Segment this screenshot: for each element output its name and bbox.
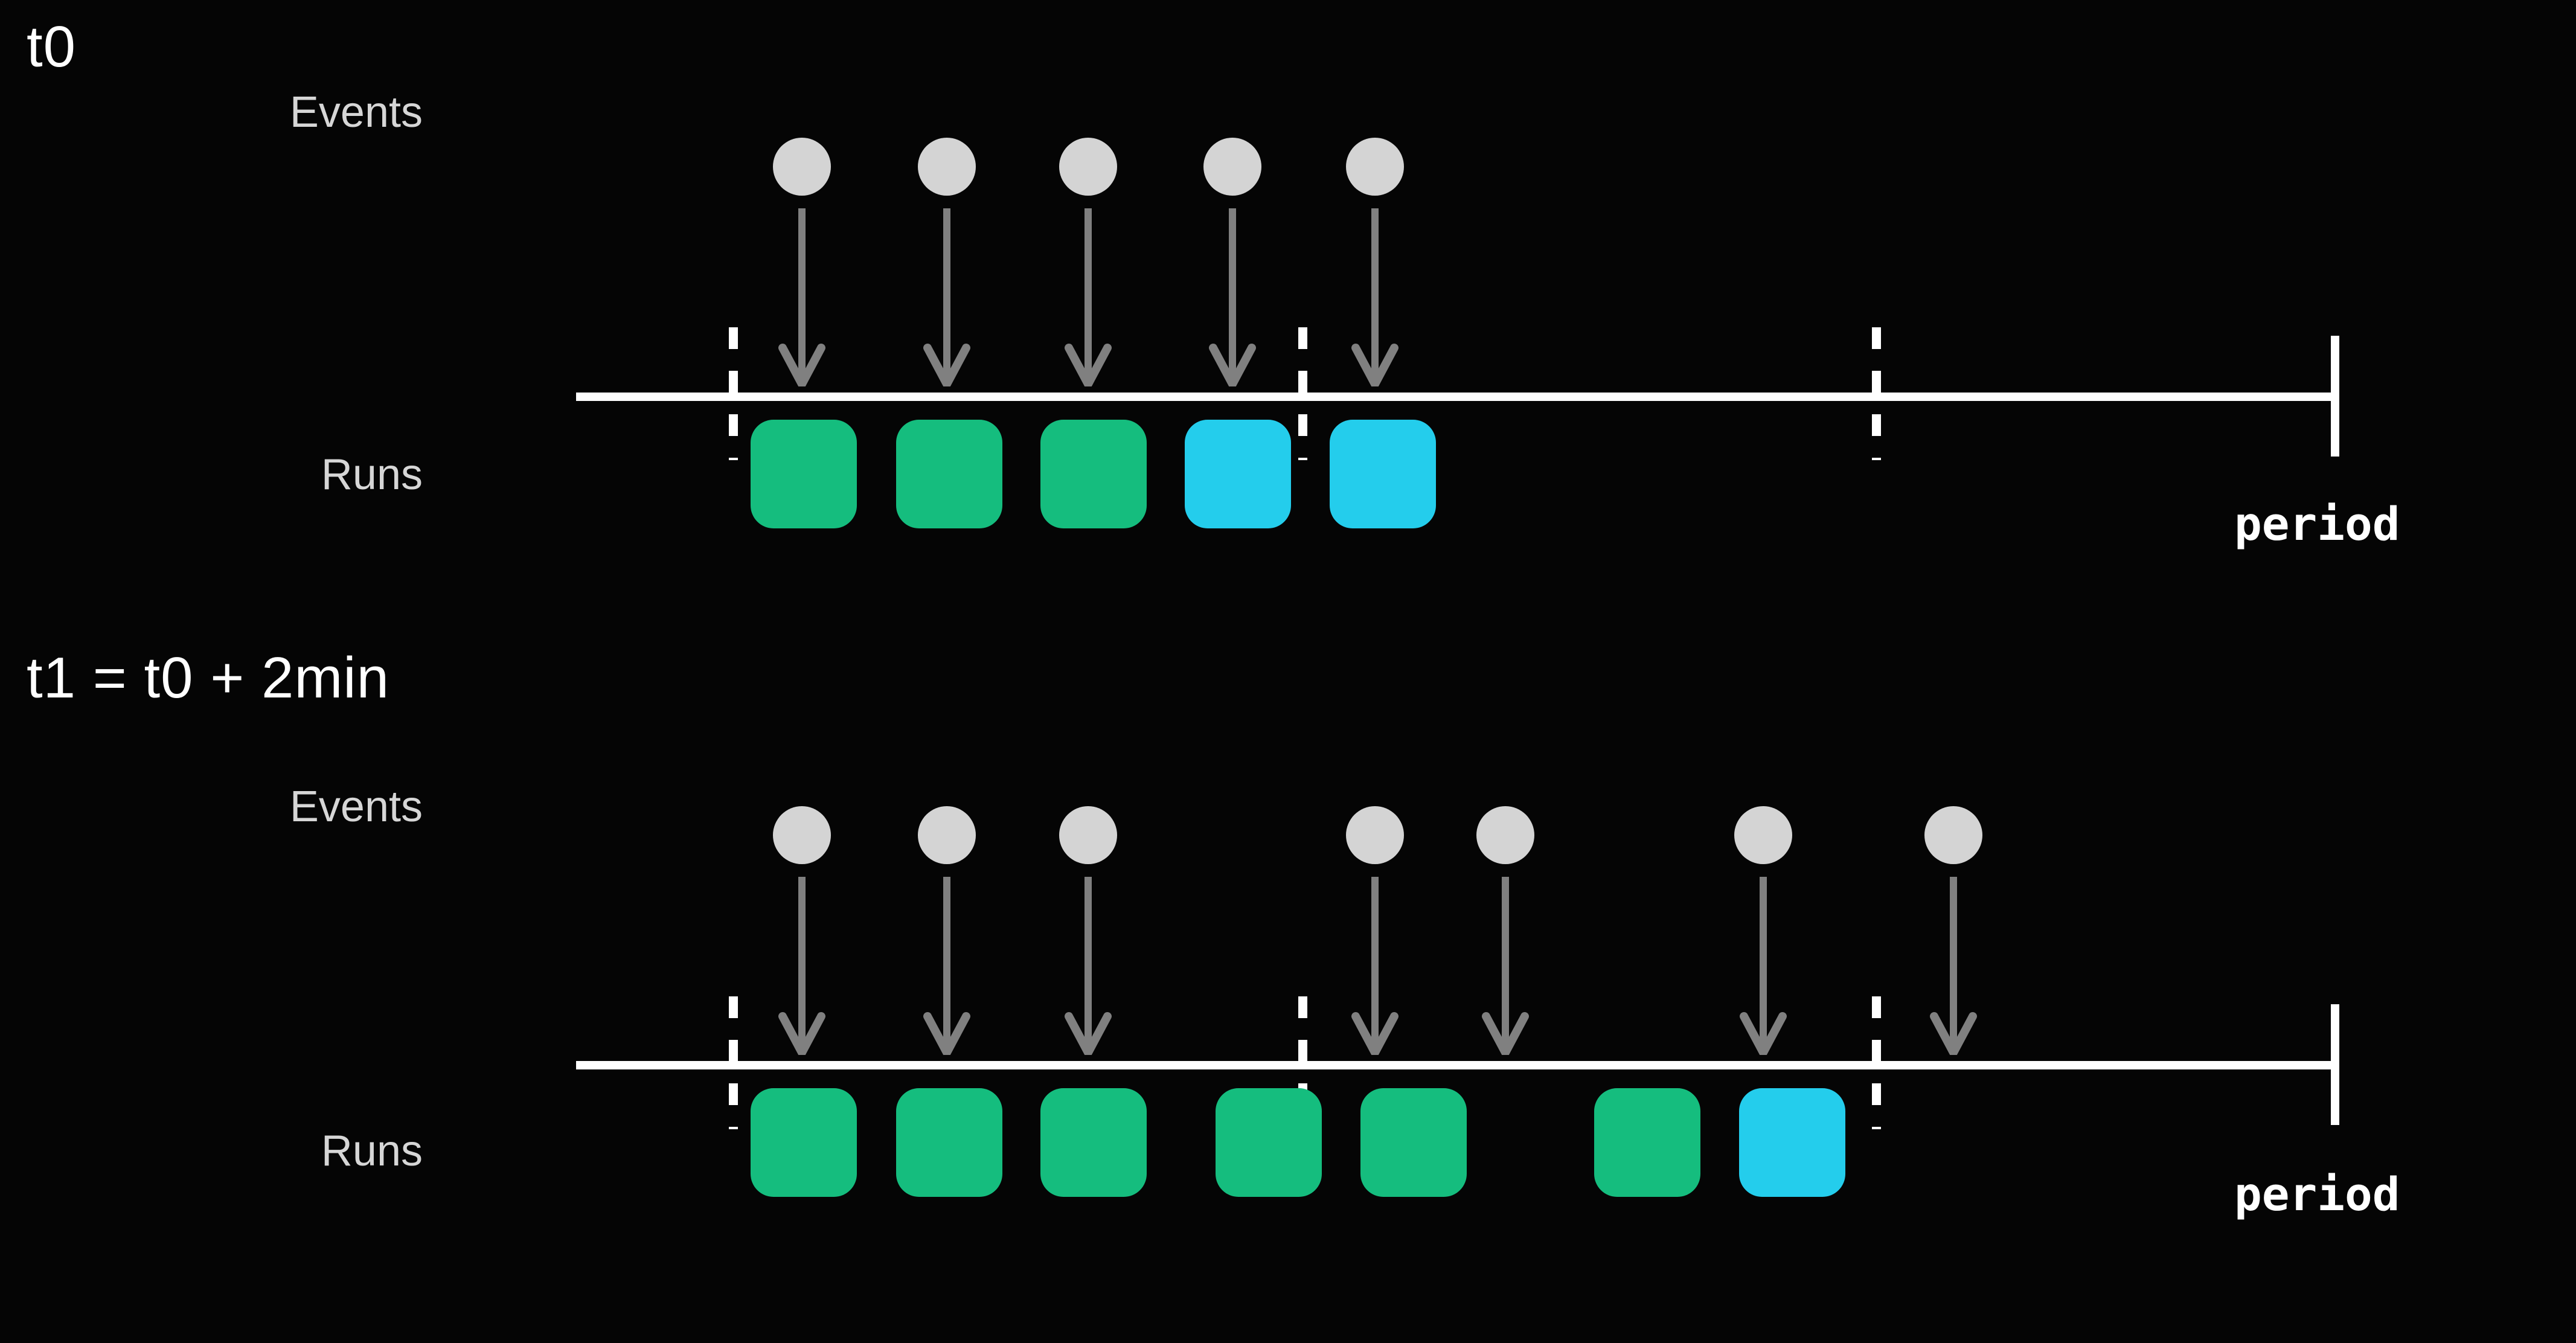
event-dot bbox=[1203, 138, 1261, 196]
run-box bbox=[1739, 1088, 1845, 1197]
run-box bbox=[1216, 1088, 1322, 1197]
run-box bbox=[751, 1088, 857, 1197]
events-row-label: Events bbox=[289, 783, 423, 831]
timeline-axis bbox=[576, 1061, 2339, 1069]
events-row-label: Events bbox=[289, 88, 423, 136]
run-box bbox=[896, 420, 1002, 528]
event-to-run-arrow bbox=[923, 877, 971, 1055]
run-box bbox=[1040, 420, 1147, 528]
panel-title-panel-t1: t1 = t0 + 2min bbox=[27, 646, 390, 710]
run-box bbox=[1360, 1088, 1467, 1197]
event-to-run-arrow bbox=[1481, 877, 1530, 1055]
event-to-run-arrow bbox=[1064, 208, 1112, 386]
event-to-run-arrow bbox=[1208, 208, 1257, 386]
event-dot bbox=[1346, 138, 1404, 196]
period-boundary-marker-2 bbox=[1298, 327, 1307, 460]
event-to-run-arrow bbox=[778, 208, 826, 386]
event-dot bbox=[918, 806, 976, 864]
runs-row-label: Runs bbox=[321, 450, 423, 499]
period-label: period bbox=[2234, 497, 2400, 551]
event-dot bbox=[773, 806, 831, 864]
runs-row-label: Runs bbox=[321, 1127, 423, 1175]
run-box bbox=[896, 1088, 1002, 1197]
run-box bbox=[1185, 420, 1291, 528]
event-to-run-arrow bbox=[923, 208, 971, 386]
event-dot bbox=[1476, 806, 1534, 864]
event-to-run-arrow bbox=[1064, 877, 1112, 1055]
period-label: period bbox=[2234, 1167, 2400, 1221]
event-dot bbox=[1734, 806, 1792, 864]
period-boundary-marker-3 bbox=[1872, 327, 1881, 460]
event-dot bbox=[773, 138, 831, 196]
run-box bbox=[1040, 1088, 1147, 1197]
timeline-axis bbox=[576, 393, 2339, 401]
run-box bbox=[1330, 420, 1436, 528]
event-dot bbox=[1059, 806, 1117, 864]
event-to-run-arrow bbox=[1929, 877, 1978, 1055]
event-to-run-arrow bbox=[1351, 877, 1399, 1055]
period-boundary-marker-1 bbox=[729, 996, 738, 1129]
timeline-end-cap bbox=[2331, 1004, 2339, 1125]
period-boundary-marker-3 bbox=[1872, 996, 1881, 1129]
panel-title-panel-t0: t0 bbox=[27, 14, 77, 79]
event-to-run-arrow bbox=[778, 877, 826, 1055]
event-dot bbox=[918, 138, 976, 196]
timeline-end-cap bbox=[2331, 336, 2339, 457]
event-dot bbox=[1346, 806, 1404, 864]
run-box bbox=[751, 420, 857, 528]
event-to-run-arrow bbox=[1739, 877, 1787, 1055]
event-to-run-arrow bbox=[1351, 208, 1399, 386]
event-dot bbox=[1059, 138, 1117, 196]
run-box bbox=[1594, 1088, 1700, 1197]
period-boundary-marker-1 bbox=[729, 327, 738, 460]
event-dot bbox=[1924, 806, 1982, 864]
